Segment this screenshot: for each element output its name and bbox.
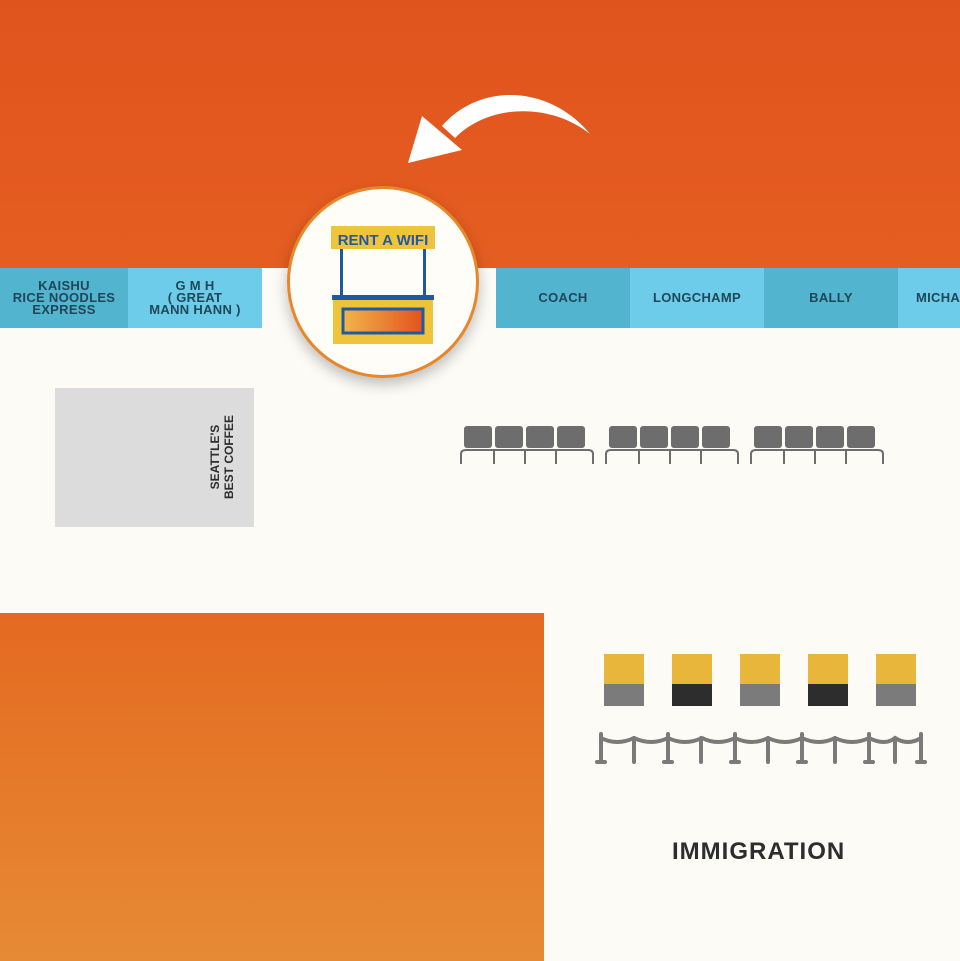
wifi-kiosk-icon	[331, 226, 435, 344]
immigration-counters	[595, 654, 927, 764]
seat	[754, 426, 782, 448]
seat	[640, 426, 668, 448]
store-kaishu[interactable]: KAISHU RICE NOODLES EXPRESS	[0, 268, 128, 328]
seat	[702, 426, 730, 448]
seat-frame	[460, 449, 594, 464]
seat	[557, 426, 585, 448]
terminal-area-top	[0, 0, 960, 268]
seat-group	[460, 426, 594, 464]
wifi-booth-label: RENT A WIFI	[337, 232, 429, 249]
counter-base	[604, 684, 644, 706]
counter-icon	[672, 654, 712, 684]
seat	[609, 426, 637, 448]
counter-base	[740, 684, 780, 706]
queue-barrier-icon	[595, 732, 927, 764]
wifi-booth[interactable]: RENT A WIFI	[287, 186, 479, 378]
coffee-shop[interactable]	[55, 388, 254, 527]
seat	[847, 426, 875, 448]
seat-frame	[605, 449, 739, 464]
counter-icon	[876, 654, 916, 684]
seat	[785, 426, 813, 448]
seating-area	[460, 426, 884, 464]
seat-row-icon	[460, 426, 884, 464]
counter-base	[876, 684, 916, 706]
seat	[816, 426, 844, 448]
curved-arrow-icon	[408, 95, 590, 163]
store-coach[interactable]: COACH	[496, 268, 630, 328]
seat-group	[605, 426, 739, 464]
store-bally[interactable]: BALLY	[764, 268, 898, 328]
seat	[464, 426, 492, 448]
seat	[495, 426, 523, 448]
seat-frame	[750, 449, 884, 464]
counter-icon	[740, 654, 780, 684]
store-strip: KAISHU RICE NOODLES EXPRESS G M H ( GREA…	[0, 268, 960, 328]
store-michael[interactable]: MICHA	[898, 268, 960, 328]
restricted-area	[0, 613, 544, 961]
store-gmh[interactable]: G M H ( GREAT MANN HANN )	[128, 268, 262, 328]
counter-base	[672, 684, 712, 706]
seat	[526, 426, 554, 448]
coffee-shop-label: SEATTLE'S BEST COFFEE	[208, 415, 236, 500]
seat	[671, 426, 699, 448]
counter-icon	[604, 654, 644, 684]
store-longchamp[interactable]: LONGCHAMP	[630, 268, 764, 328]
counter-icon	[808, 654, 848, 684]
counter-base	[808, 684, 848, 706]
seat-group	[750, 426, 884, 464]
immigration-label: IMMIGRATION	[672, 838, 846, 865]
